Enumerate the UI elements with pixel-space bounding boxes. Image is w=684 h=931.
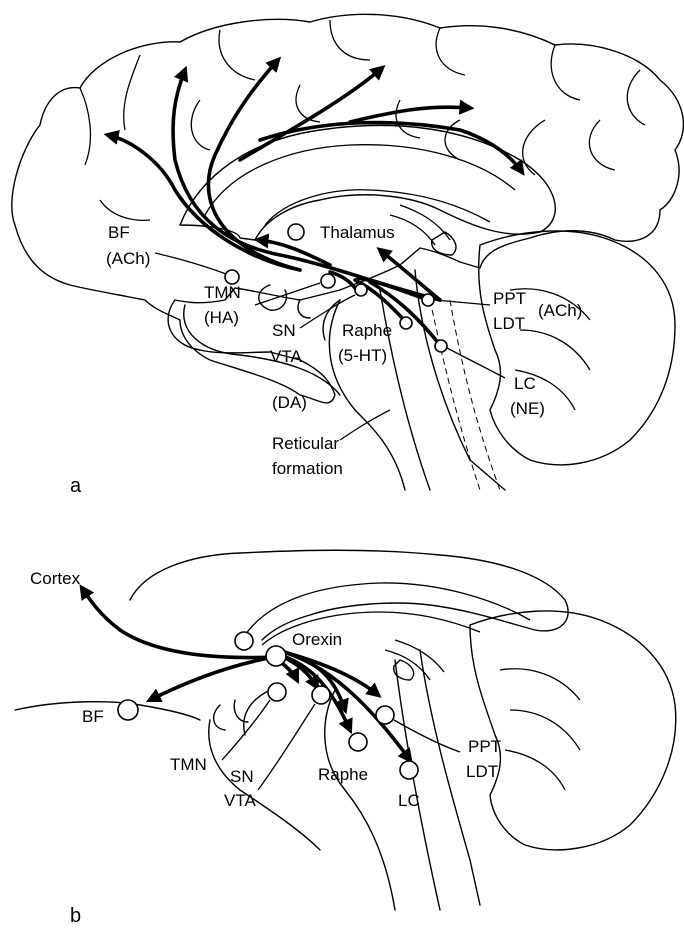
panel-a-tmn-nt-label: (HA) <box>204 308 239 327</box>
panel-a-tmn-nucleus <box>321 274 335 288</box>
panel-b-orexin-nucleus <box>266 646 286 666</box>
panel-a-tmn-label: TMN <box>204 283 241 302</box>
panel-a-brainstem <box>329 270 505 490</box>
panel-b-bf-nucleus <box>118 700 138 720</box>
panel-b-tmn-nucleus <box>268 683 286 701</box>
panel-a-bf-nucleus <box>225 270 239 284</box>
panel-a-formation-label: formation <box>272 459 343 478</box>
panel-a-thalamus-nucleus <box>288 224 304 240</box>
panel-a: BF (ACh) Thalamus TMN (HA) SN VTA (DA) R… <box>12 14 684 497</box>
panel-a-ppt-label: PPT <box>493 289 526 308</box>
panel-b: Cortex Orexin BF TMN SN VTA Raphe LC PPT… <box>15 550 676 927</box>
panel-b-label: b <box>70 905 81 927</box>
panel-b-raphe-nucleus <box>349 733 367 751</box>
panel-a-thalamus-label: Thalamus <box>320 223 395 242</box>
panel-a-ppt-nt-label: (ACh) <box>538 301 582 320</box>
panel-a-reticular-label: Reticular <box>272 434 339 453</box>
panel-b-tmn-label: TMN <box>170 755 207 774</box>
panel-a-bf-label: BF <box>108 223 130 242</box>
panel-a-raphe-label: Raphe <box>342 321 392 340</box>
panel-a-ldt-label: LDT <box>493 314 525 333</box>
panel-b-sn-label: SN <box>230 767 254 786</box>
panel-a-ppt-ldt-nucleus <box>422 294 434 306</box>
panel-b-cerebellum <box>470 611 676 850</box>
panel-b-cortex-label: Cortex <box>30 569 81 588</box>
panel-a-bf-nt-label: (ACh) <box>106 249 150 268</box>
panel-a-raphe-nt-label: (5-HT) <box>338 346 387 365</box>
panel-a-sn-label: SN <box>272 321 296 340</box>
panel-b-lc-label: LC <box>398 791 420 810</box>
panel-a-lc-label: LC <box>514 374 536 393</box>
panel-a-cerebellum <box>479 231 675 465</box>
panel-b-orexin-label: Orexin <box>292 630 342 649</box>
panel-a-raphe-nucleus <box>400 317 412 329</box>
panel-a-da-label: (DA) <box>272 393 307 412</box>
panel-a-label: a <box>70 475 82 497</box>
panel-b-sn-vta-nucleus <box>312 686 330 704</box>
panel-b-ppt-label: PPT <box>468 737 501 756</box>
panel-b-raphe-label: Raphe <box>318 765 368 784</box>
panel-b-ppt-ldt-nucleus <box>376 706 394 724</box>
panel-a-lc-nucleus <box>435 340 447 352</box>
panel-a-sn-vta-nucleus <box>355 284 367 296</box>
panel-b-ldt-label: LDT <box>466 762 498 781</box>
panel-b-unlabeled-nucleus <box>235 632 253 650</box>
panel-b-bf-label: BF <box>82 707 104 726</box>
panel-a-vta-label: VTA <box>270 347 302 366</box>
panel-b-lc-nucleus <box>400 761 418 779</box>
panel-a-lc-nt-label: (NE) <box>510 399 545 418</box>
panel-b-vta-label: VTA <box>224 791 256 810</box>
